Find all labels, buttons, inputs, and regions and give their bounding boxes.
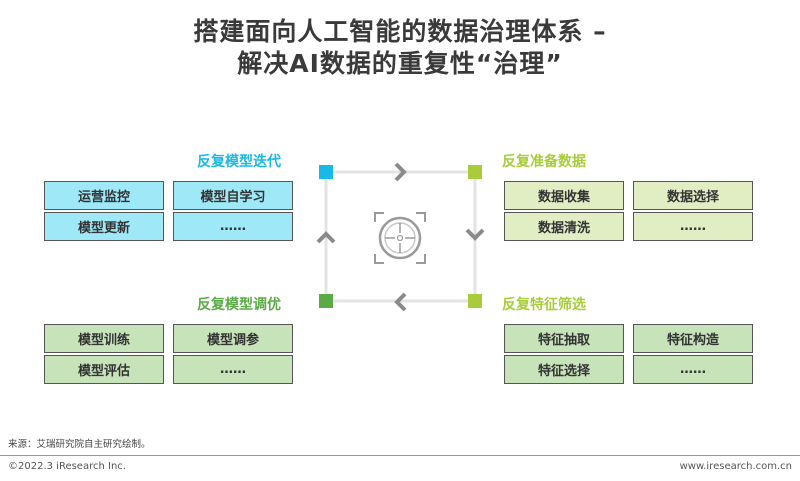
arrow-left-icon [394, 292, 407, 312]
arrow-right-icon [394, 162, 407, 182]
item-model-param-tuning: 模型调参 [173, 324, 293, 353]
item-more: …… [633, 355, 753, 384]
group-title-data-prep: 反复准备数据 [502, 154, 586, 170]
item-data-selection: 数据选择 [633, 181, 753, 210]
item-feature-extraction: 特征抽取 [504, 324, 624, 353]
website-link[interactable]: www.iresearch.com.cn [679, 461, 792, 472]
source-note: 来源：艾瑞研究院自主研究绘制。 [8, 439, 151, 450]
group-title-feature-selection: 反复特征筛选 [502, 297, 586, 313]
group-title-model-tuning: 反复模型调优 [197, 297, 281, 313]
page-title-line2: 解决AI数据的重复性“治理” [237, 49, 563, 78]
node-bottom-left [319, 294, 333, 308]
item-data-collection: 数据收集 [504, 181, 624, 210]
item-model-update: 模型更新 [44, 212, 164, 241]
item-feature-construction: 特征构造 [633, 324, 753, 353]
arrow-up-icon [316, 231, 336, 244]
item-more: …… [173, 355, 293, 384]
group-title-model-iteration: 反复模型迭代 [197, 154, 281, 170]
item-more: …… [633, 212, 753, 241]
footer-divider [0, 455, 800, 456]
node-bottom-right [468, 294, 482, 308]
item-model-evaluation: 模型评估 [44, 355, 164, 384]
item-model-self-learning: 模型自学习 [173, 181, 293, 210]
copyright: ©2022.3 iResearch Inc. [8, 461, 126, 472]
item-ops-monitoring: 运营监控 [44, 181, 164, 210]
item-data-cleaning: 数据清洗 [504, 212, 624, 241]
node-top-right [468, 165, 482, 179]
arrow-down-icon [465, 228, 485, 241]
target-icon [374, 212, 426, 264]
item-model-training: 模型训练 [44, 324, 164, 353]
node-top-left [319, 165, 333, 179]
item-more: …… [173, 212, 293, 241]
page-title-line1: 搭建面向人工智能的数据治理体系 – [193, 17, 607, 46]
item-feature-selection: 特征选择 [504, 355, 624, 384]
